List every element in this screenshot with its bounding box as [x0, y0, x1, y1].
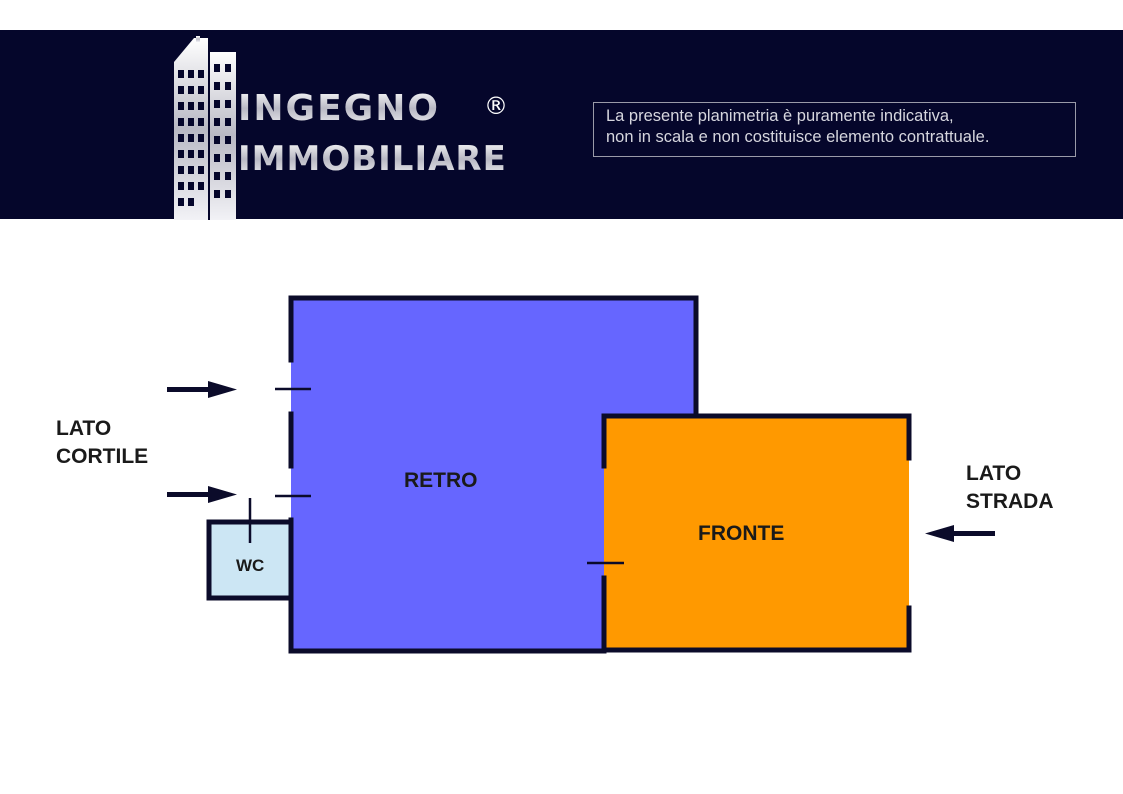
disclaimer-box: La presente planimetria è puramente indi…	[593, 102, 1076, 157]
disclaimer-line-1: La presente planimetria è puramente indi…	[606, 107, 954, 125]
label-lato-cortile-2: CORTILE	[56, 445, 148, 468]
disclaimer-line-2: non in scala e non costituisce elemento …	[606, 128, 990, 146]
arrow-icon	[925, 525, 995, 542]
label-lato-strada-1: LATO	[966, 462, 1021, 485]
arrow-icon	[167, 381, 237, 398]
label-fronte: FRONTE	[698, 522, 784, 545]
label-wc: WC	[236, 556, 264, 575]
label-lato-strada-2: STRADA	[966, 490, 1054, 513]
brand-line-2: IMMOBILIARE	[238, 139, 507, 179]
arrow-icon	[167, 486, 237, 503]
door-markers	[248, 387, 624, 565]
label-lato-cortile-1: LATO	[56, 417, 111, 440]
company-logo: INGEGNO IMMOBILIARE ®	[174, 36, 508, 220]
label-retro: RETRO	[404, 469, 478, 492]
registered-mark: ®	[484, 92, 508, 120]
room-fronte	[604, 416, 909, 648]
brand-line-1: INGEGNO	[238, 88, 440, 129]
